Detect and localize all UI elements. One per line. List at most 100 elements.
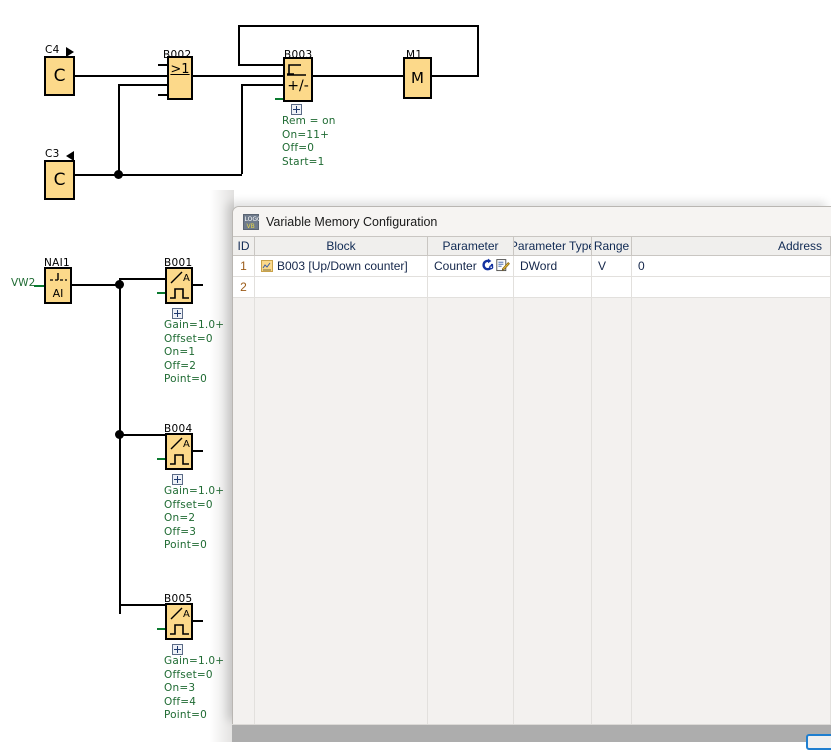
table-row[interactable]: 1 B003 [Up/Down counter] Counter (233, 256, 831, 277)
cell-range[interactable] (592, 277, 632, 297)
column-header-address[interactable]: Address (632, 237, 831, 255)
block-c4[interactable]: C (44, 56, 75, 96)
block-b001[interactable]: A (165, 267, 193, 304)
param-line: On=3 (164, 682, 224, 696)
analog-threshold-icon: A (168, 270, 192, 303)
empty-cell-parameter-type (514, 298, 592, 724)
b001-output-stub (192, 284, 203, 286)
wire-to-b003-in2 (241, 84, 283, 86)
cell-block[interactable] (255, 277, 428, 297)
panel-titlebar: LOGO VB Variable Memory Configuration (233, 207, 831, 236)
table-empty-body (233, 298, 831, 724)
block-nai1[interactable]: AI (44, 267, 72, 304)
params-b003: Rem = on On=11+ Off=0 Start=1 (282, 115, 336, 169)
or-gate-icon: >1 (170, 63, 189, 76)
svg-text:A: A (183, 273, 190, 284)
column-header-range[interactable]: Range (592, 237, 632, 255)
expand-b003-button[interactable] (291, 104, 302, 115)
wire-to-b002-in4 (118, 84, 167, 86)
cell-parameter-type[interactable]: DWord (514, 256, 592, 276)
block-parameter-icon (261, 260, 273, 272)
analog-input-icon (47, 271, 71, 287)
cell-id: 2 (233, 277, 255, 297)
param-line: On=1 (164, 346, 224, 360)
wire-feedback-left (238, 25, 240, 66)
variable-memory-table[interactable]: ID Block Parameter Parameter Type Range … (233, 236, 831, 724)
cell-parameter-text: Counter (434, 259, 477, 273)
wire-feedback-right (477, 25, 479, 77)
table-header-row: ID Block Parameter Parameter Type Range … (233, 236, 831, 256)
table-row[interactable]: 2 (233, 277, 831, 298)
up-down-counter-glyph: +/- (285, 79, 311, 93)
cell-parameter[interactable] (428, 277, 514, 297)
wire-feedback-top (238, 25, 479, 27)
empty-cell-range (592, 298, 632, 724)
expand-b001-button[interactable] (172, 308, 183, 319)
param-line: Gain=1.0+ (164, 655, 224, 669)
wire-c4-to-b002 (74, 75, 167, 77)
param-line: Point=0 (164, 709, 224, 723)
focused-button[interactable] (806, 734, 831, 750)
wire-to-b005 (119, 604, 165, 606)
b004-output-stub (192, 450, 203, 452)
block-b005[interactable]: A (165, 603, 193, 640)
column-header-parameter-type[interactable]: Parameter Type (514, 237, 592, 255)
block-c3[interactable]: C (44, 160, 75, 200)
cell-range[interactable]: V (592, 256, 632, 276)
column-header-block[interactable]: Block (255, 237, 428, 255)
wire-vw2-green (34, 285, 44, 287)
refresh-icon[interactable] (481, 258, 495, 275)
cell-parameter[interactable]: Counter (428, 256, 514, 276)
cell-parameter-type[interactable] (514, 277, 592, 297)
wire-c3-up-to-b003in2 (241, 84, 243, 174)
param-line: Off=3 (164, 526, 224, 540)
params-b005: Gain=1.0+ Offset=0 On=3 Off=4 Point=0 (164, 655, 224, 723)
param-line: Rem = on (282, 115, 336, 129)
wire-b002-to-b003 (193, 75, 283, 77)
wire-nai1-out (71, 284, 120, 286)
b002-input-stub-1 (158, 64, 167, 66)
b005-output-stub (192, 620, 203, 622)
counter-glyph: C (54, 172, 66, 189)
param-line: Point=0 (164, 373, 224, 387)
edit-icon[interactable] (496, 258, 510, 275)
status-bar (232, 724, 831, 742)
cell-block[interactable]: B003 [Up/Down counter] (255, 256, 428, 276)
param-line: Point=0 (164, 539, 224, 553)
params-b001: Gain=1.0+ Offset=0 On=1 Off=2 Point=0 (164, 319, 224, 387)
b002-input-stub-4 (158, 94, 167, 96)
block-b003[interactable]: +/- (283, 57, 313, 102)
counter-glyph: C (54, 68, 66, 85)
table-empty-area (233, 298, 831, 724)
net-label-vw2: VW2 (11, 277, 35, 289)
empty-cell-id (233, 298, 255, 724)
column-header-id[interactable]: ID (233, 237, 255, 255)
svg-text:VB: VB (247, 223, 255, 230)
expand-b005-button[interactable] (172, 644, 183, 655)
expand-b004-button[interactable] (172, 474, 183, 485)
params-b004: Gain=1.0+ Offset=0 On=2 Off=3 Point=0 (164, 485, 224, 553)
param-line: Offset=0 (164, 333, 224, 347)
block-label-c4: C4 (45, 44, 60, 56)
param-line: Off=2 (164, 360, 224, 374)
cell-block-text: B003 [Up/Down counter] (277, 259, 408, 273)
param-line: Off=0 (282, 142, 336, 156)
cell-id: 1 (233, 256, 255, 276)
analog-threshold-icon: A (168, 606, 192, 639)
block-m1[interactable]: M (403, 57, 432, 99)
wire-c3-out (74, 174, 242, 176)
panel-title: Variable Memory Configuration (266, 215, 437, 229)
empty-cell-parameter (428, 298, 514, 724)
cell-address[interactable] (632, 277, 831, 297)
wire-analog-bus (119, 278, 121, 614)
column-header-parameter[interactable]: Parameter (428, 237, 514, 255)
param-line: On=2 (164, 512, 224, 526)
param-line: Off=4 (164, 696, 224, 710)
block-b004[interactable]: A (165, 433, 193, 470)
block-b002[interactable]: >1 (167, 56, 193, 100)
wire-m1-out (432, 75, 479, 77)
wire-to-b004 (119, 434, 165, 436)
variable-memory-configuration-panel[interactable]: LOGO VB Variable Memory Configuration ID… (232, 206, 831, 724)
cell-address[interactable]: 0 (632, 256, 831, 276)
svg-text:A: A (183, 609, 190, 620)
